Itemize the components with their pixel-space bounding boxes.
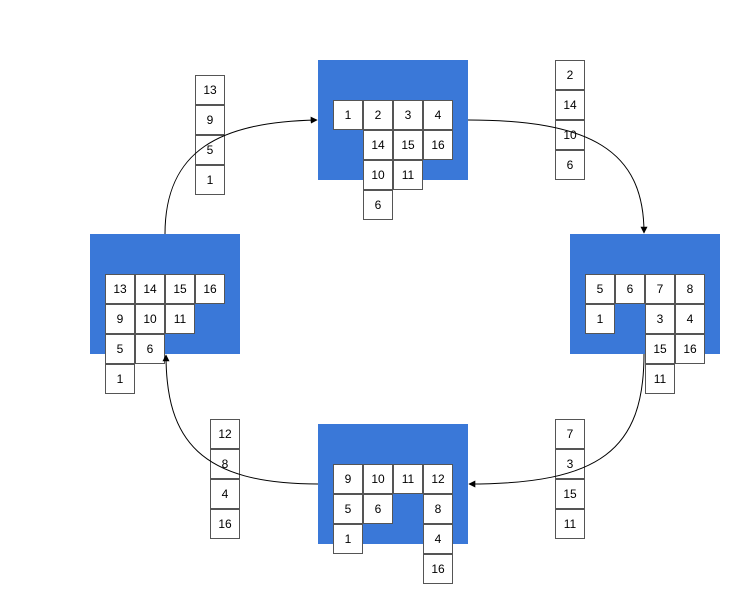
grid-cell-right: 5 xyxy=(585,274,615,304)
grid-cell-top: 11 xyxy=(393,160,423,190)
grid-cell-left: 1 xyxy=(105,364,135,394)
grid-cell-left: 16 xyxy=(195,274,225,304)
grid-cell-left: 14 xyxy=(135,274,165,304)
grid-cell-left: 9 xyxy=(105,304,135,334)
grid-cell-right: 4 xyxy=(675,304,705,334)
stack-cell-top-right: 2 xyxy=(555,60,585,90)
grid-cell-top: 6 xyxy=(363,190,393,220)
stack-cell-bottom-left: 8 xyxy=(210,449,240,479)
stack-cell-bottom-right: 15 xyxy=(555,479,585,509)
grid-cell-bottom: 11 xyxy=(393,464,423,494)
stack-cell-bottom-left: 12 xyxy=(210,419,240,449)
grid-cell-bottom: 12 xyxy=(423,464,453,494)
grid-cell-bottom: 4 xyxy=(423,524,453,554)
grid-cell-top: 3 xyxy=(393,100,423,130)
grid-cell-top: 14 xyxy=(363,130,393,160)
grid-cell-right: 1 xyxy=(585,304,615,334)
grid-cell-right: 6 xyxy=(615,274,645,304)
grid-cell-right: 11 xyxy=(645,364,675,394)
stack-cell-bottom-right: 11 xyxy=(555,509,585,539)
grid-cell-bottom: 10 xyxy=(363,464,393,494)
stack-cell-bottom-right: 7 xyxy=(555,419,585,449)
grid-cell-bottom: 9 xyxy=(333,464,363,494)
grid-cell-right: 7 xyxy=(645,274,675,304)
stack-cell-top-right: 14 xyxy=(555,90,585,120)
stack-cell-top-right: 6 xyxy=(555,150,585,180)
grid-cell-left: 10 xyxy=(135,304,165,334)
grid-cell-bottom: 1 xyxy=(333,524,363,554)
stack-cell-top-right: 10 xyxy=(555,120,585,150)
grid-cell-left: 15 xyxy=(165,274,195,304)
grid-cell-bottom: 6 xyxy=(363,494,393,524)
grid-cell-left: 5 xyxy=(105,334,135,364)
grid-cell-top: 15 xyxy=(393,130,423,160)
stack-cell-top-left: 13 xyxy=(195,75,225,105)
grid-cell-top: 10 xyxy=(363,160,393,190)
grid-cell-top: 16 xyxy=(423,130,453,160)
grid-cell-right: 15 xyxy=(645,334,675,364)
stack-cell-bottom-left: 16 xyxy=(210,509,240,539)
grid-cell-left: 11 xyxy=(165,304,195,334)
grid-cell-top: 1 xyxy=(333,100,363,130)
grid-cell-right: 3 xyxy=(645,304,675,334)
stack-cell-top-left: 1 xyxy=(195,165,225,195)
grid-cell-bottom: 8 xyxy=(423,494,453,524)
grid-cell-left: 13 xyxy=(105,274,135,304)
stack-cell-bottom-right: 3 xyxy=(555,449,585,479)
stack-cell-top-left: 9 xyxy=(195,105,225,135)
grid-cell-right: 16 xyxy=(675,334,705,364)
grid-cell-right: 8 xyxy=(675,274,705,304)
grid-cell-left: 6 xyxy=(135,334,165,364)
stack-cell-top-left: 5 xyxy=(195,135,225,165)
grid-cell-top: 4 xyxy=(423,100,453,130)
grid-cell-bottom: 16 xyxy=(423,554,453,584)
stack-cell-bottom-left: 4 xyxy=(210,479,240,509)
grid-cell-bottom: 5 xyxy=(333,494,363,524)
grid-cell-top: 2 xyxy=(363,100,393,130)
